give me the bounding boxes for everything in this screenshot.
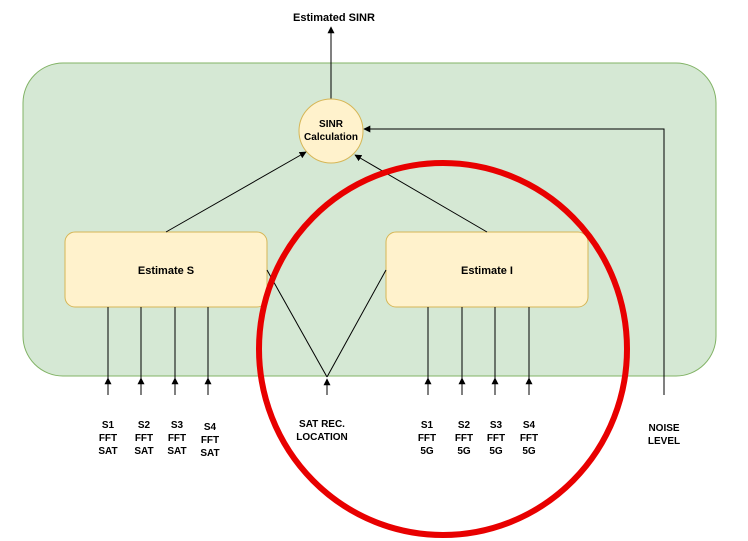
sat-input-label-2-l2: FFT [135, 433, 153, 444]
sat-input-label-1-l2: FFT [99, 433, 117, 444]
estimate-i-to-sinr-arrow [354, 154, 488, 233]
noise-label-l2: LEVEL [648, 436, 680, 447]
sat-input-label-3-l3: SAT [167, 446, 186, 457]
noise-label-l1: NOISE [648, 423, 679, 434]
fiveg-input-label-4-l1: S4 [523, 420, 536, 431]
fiveg-input-label-1-l1: S1 [421, 420, 434, 431]
fiveg-input-label-3-l3: 5G [489, 446, 503, 457]
sinr-calculation-node[interactable] [298, 98, 364, 164]
fiveg-input-label-2-l2: FFT [455, 433, 473, 444]
sat-rec-label-l2: LOCATION [296, 432, 347, 443]
fiveg-input-label-4-l3: 5G [522, 446, 536, 457]
fiveg-input-label-1-l2: FFT [418, 433, 436, 444]
sat-rec-to-estimate-i-line [326, 269, 387, 378]
fiveg-input-label-2-l1: S2 [458, 420, 471, 431]
sat-input-label-1-l1: S1 [102, 420, 115, 431]
sat-input-label-2-l1: S2 [138, 420, 151, 431]
sat-input-label-4-l2: FFT [201, 435, 219, 446]
fiveg-input-label-3-l2: FFT [487, 433, 505, 444]
sat-input-label-3-l2: FFT [168, 433, 186, 444]
sat-input-label-4-l1: S4 [204, 422, 217, 433]
sinr-node-line2: Calculation [304, 132, 358, 143]
fiveg-input-label-3-l1: S3 [490, 420, 503, 431]
system-container [22, 62, 717, 377]
noise-to-sinr-arrow [363, 125, 665, 395]
sat-input-label-1-l3: SAT [98, 446, 117, 457]
fiveg-input-label-2-l3: 5G [457, 446, 471, 457]
sat-rec-to-estimate-s-line [266, 269, 328, 378]
output-label: Estimated SINR [293, 12, 375, 24]
estimate-s-to-sinr-arrow [165, 151, 307, 233]
sat-input-label-3-l1: S3 [171, 420, 184, 431]
fiveg-input-label-4-l2: FFT [520, 433, 538, 444]
sat-input-label-4-l3: SAT [200, 448, 219, 459]
estimate-s-label: Estimate S [138, 265, 194, 277]
sat-rec-label-l1: SAT REC. [299, 419, 345, 430]
estimate-i-label: Estimate I [461, 265, 513, 277]
sat-input-label-2-l3: SAT [134, 446, 153, 457]
fiveg-input-label-1-l3: 5G [420, 446, 434, 457]
sinr-node-line1: SINR [319, 119, 344, 130]
highlight-circle [256, 160, 630, 538]
